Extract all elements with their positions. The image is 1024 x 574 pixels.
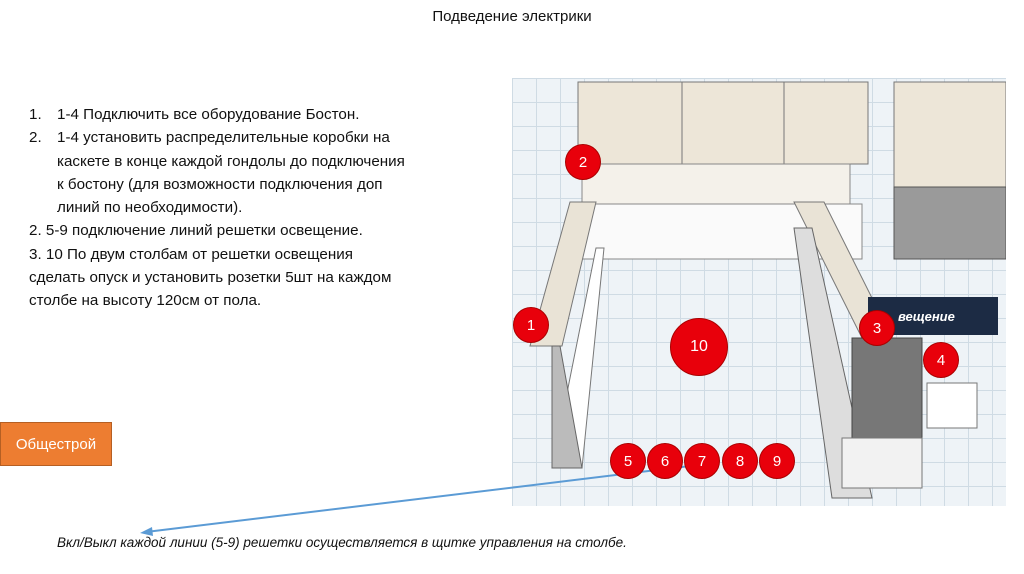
- marker-3: 3: [859, 310, 895, 346]
- para-line: 3. 10 По двум столбам от решетки освещен…: [29, 245, 353, 263]
- para-line: сделать опуск и установить розетки 5шт н…: [29, 269, 392, 287]
- store-plan-image: [512, 78, 1006, 506]
- obshchestroy-button[interactable]: Общестрой: [0, 422, 112, 466]
- plan-drawing: [529, 81, 1006, 499]
- item-2-line: к бостону (для возможности подключения д…: [57, 175, 383, 193]
- marker-10: 10: [670, 318, 728, 376]
- item-1: 1.1-4 Подключить все оборудование Бостон…: [29, 106, 360, 123]
- marker-2: 2: [565, 144, 601, 180]
- marker-8: 8: [722, 443, 758, 479]
- item-2: 2.1-4 установить распределительные короб…: [29, 129, 390, 147]
- marker-7: 7: [684, 443, 720, 479]
- marker-6: 6: [647, 443, 683, 479]
- para-line: столбе на высоту 120см от пола.: [29, 292, 262, 310]
- marker-5: 5: [610, 443, 646, 479]
- footnote: Вкл/Выкл каждой линии (5-9) решетки осущ…: [57, 535, 627, 550]
- marker-4: 4: [923, 342, 959, 378]
- marker-1: 1: [513, 307, 549, 343]
- item-2-line: каскете в конце каждой гондолы до подклю…: [57, 152, 405, 170]
- instructions: 1.1-4 Подключить все оборудование Бостон…: [29, 103, 499, 313]
- slide-title: Подведение электрики: [432, 8, 592, 25]
- para-line: 2. 5-9 подключение линий решетки освещен…: [29, 222, 363, 240]
- marker-9: 9: [759, 443, 795, 479]
- item-2-line: линий по необходимости).: [57, 199, 243, 217]
